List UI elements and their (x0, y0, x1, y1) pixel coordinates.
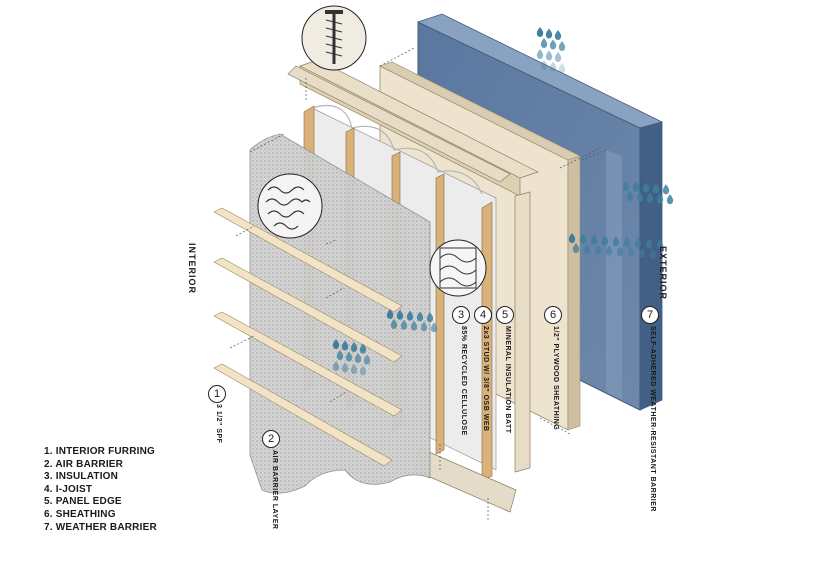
callout-note-4: 2x3 STUD W/ 3/8" OSB WEB (482, 326, 489, 432)
water-drop-icon (636, 191, 644, 202)
water-drop-icon (426, 312, 434, 323)
callout-note-3: 85% RECYCLED CELLULOSE (460, 326, 467, 436)
water-drop-icon (549, 39, 557, 50)
water-drop-icon (354, 353, 362, 363)
water-drop-icon (332, 361, 340, 371)
water-drop-icon (662, 184, 670, 195)
water-drop-icon (590, 234, 598, 245)
water-drop-icon (554, 30, 562, 40)
layer-legend: 1. INTERIOR FURRING 2. AIR BARRIER 3. IN… (44, 446, 157, 534)
water-drop-icon (579, 233, 587, 244)
water-drop-icon (568, 233, 576, 243)
callout-number-5: 5 (496, 306, 514, 324)
water-drop-icon (583, 243, 591, 254)
water-drop-icon (536, 49, 544, 59)
water-drop-icon (430, 322, 438, 333)
water-drop-icon (341, 362, 349, 373)
water-drop-icon (652, 183, 660, 194)
callout-number-7: 7 (641, 306, 659, 324)
water-drop-icon (656, 239, 664, 250)
legend-item: 6. SHEATHING (44, 508, 116, 520)
water-drop-icon (336, 350, 344, 360)
water-drop-icon (605, 245, 613, 256)
water-drop-icon (545, 28, 553, 39)
callout-note-1: 3 1/2" SPF (215, 404, 222, 444)
water-drop-icon (420, 321, 428, 332)
water-drop-icon (626, 191, 634, 201)
water-drop-icon (632, 181, 640, 192)
water-drop-icon (558, 63, 566, 73)
water-drop-icon (612, 236, 620, 247)
water-drop-icon (540, 38, 548, 48)
interior-furring-strips (213, 207, 403, 467)
water-drop-icon (350, 364, 358, 374)
water-drop-icon (649, 248, 657, 259)
water-drop-icon (634, 237, 642, 248)
water-drop-icon (350, 342, 358, 352)
legend-item: 5. PANEL EDGE (44, 496, 122, 508)
air-barrier-detail-callout (257, 173, 323, 239)
top-plate (287, 65, 511, 183)
water-drop-icon (558, 41, 566, 51)
water-drop-icon (386, 309, 394, 319)
interior-label: INTERIOR (187, 243, 197, 295)
water-drop-icon (549, 61, 557, 72)
legend-item: 2. AIR BARRIER (44, 458, 124, 470)
legend-item: 4. I-JOIST (44, 483, 93, 495)
callout-note-7: SELF-ADHERED WEATHER-RESISTANT BARRIER (649, 326, 656, 512)
callout-number-1: 1 (208, 385, 226, 403)
water-drop-icon (345, 351, 353, 362)
water-drops (332, 27, 674, 376)
insulation-detail-callout (429, 239, 487, 297)
water-drop-icon (642, 182, 650, 193)
water-drop-icon (656, 193, 664, 204)
water-drop-icon (341, 340, 349, 351)
water-drop-icon (332, 339, 340, 349)
water-drop-icon (666, 194, 674, 205)
water-drop-icon (554, 52, 562, 62)
water-drop-icon (363, 354, 371, 365)
exterior-label: EXTERIOR (658, 246, 668, 301)
water-drop-icon (545, 50, 553, 61)
water-drop-icon (616, 246, 624, 257)
legend-item: 7. WEATHER BARRIER (44, 521, 157, 533)
water-drop-icon (594, 244, 602, 255)
water-drop-icon (623, 237, 631, 247)
callout-number-4: 4 (474, 306, 492, 324)
water-drop-icon (416, 311, 424, 322)
water-drop-icon (572, 243, 580, 253)
legend-item: 1. INTERIOR FURRING (44, 446, 156, 457)
water-drop-icon (540, 60, 548, 70)
screw-detail-callout (301, 5, 367, 71)
callout-note-5: MINERAL INSULATION BATT (504, 326, 511, 434)
callout-number-6: 6 (544, 306, 562, 324)
water-drop-icon (359, 343, 367, 354)
water-drop-icon (359, 365, 367, 376)
dashed-guides (229, 47, 607, 520)
water-drop-icon (645, 238, 653, 249)
callout-note-2: AIR BARRIER LAYER (271, 450, 278, 530)
callout-number-2: 2 (262, 430, 280, 448)
water-drop-icon (536, 27, 544, 37)
water-drop-icon (410, 320, 418, 331)
legend-item: 3. INSULATION (44, 471, 119, 483)
callout-note-6: 1/2" PLYWOOD SHEATHING (552, 326, 559, 431)
water-drop-icon (400, 319, 408, 330)
callout-number-3: 3 (452, 306, 470, 324)
water-drop-icon (646, 192, 654, 203)
water-drop-icon (396, 309, 404, 320)
water-drop-icon (406, 310, 414, 321)
water-drop-icon (638, 247, 646, 258)
water-drop-icon (622, 181, 630, 191)
water-drop-icon (390, 319, 398, 329)
water-drop-icon (627, 247, 635, 257)
water-drop-icon (601, 235, 609, 246)
